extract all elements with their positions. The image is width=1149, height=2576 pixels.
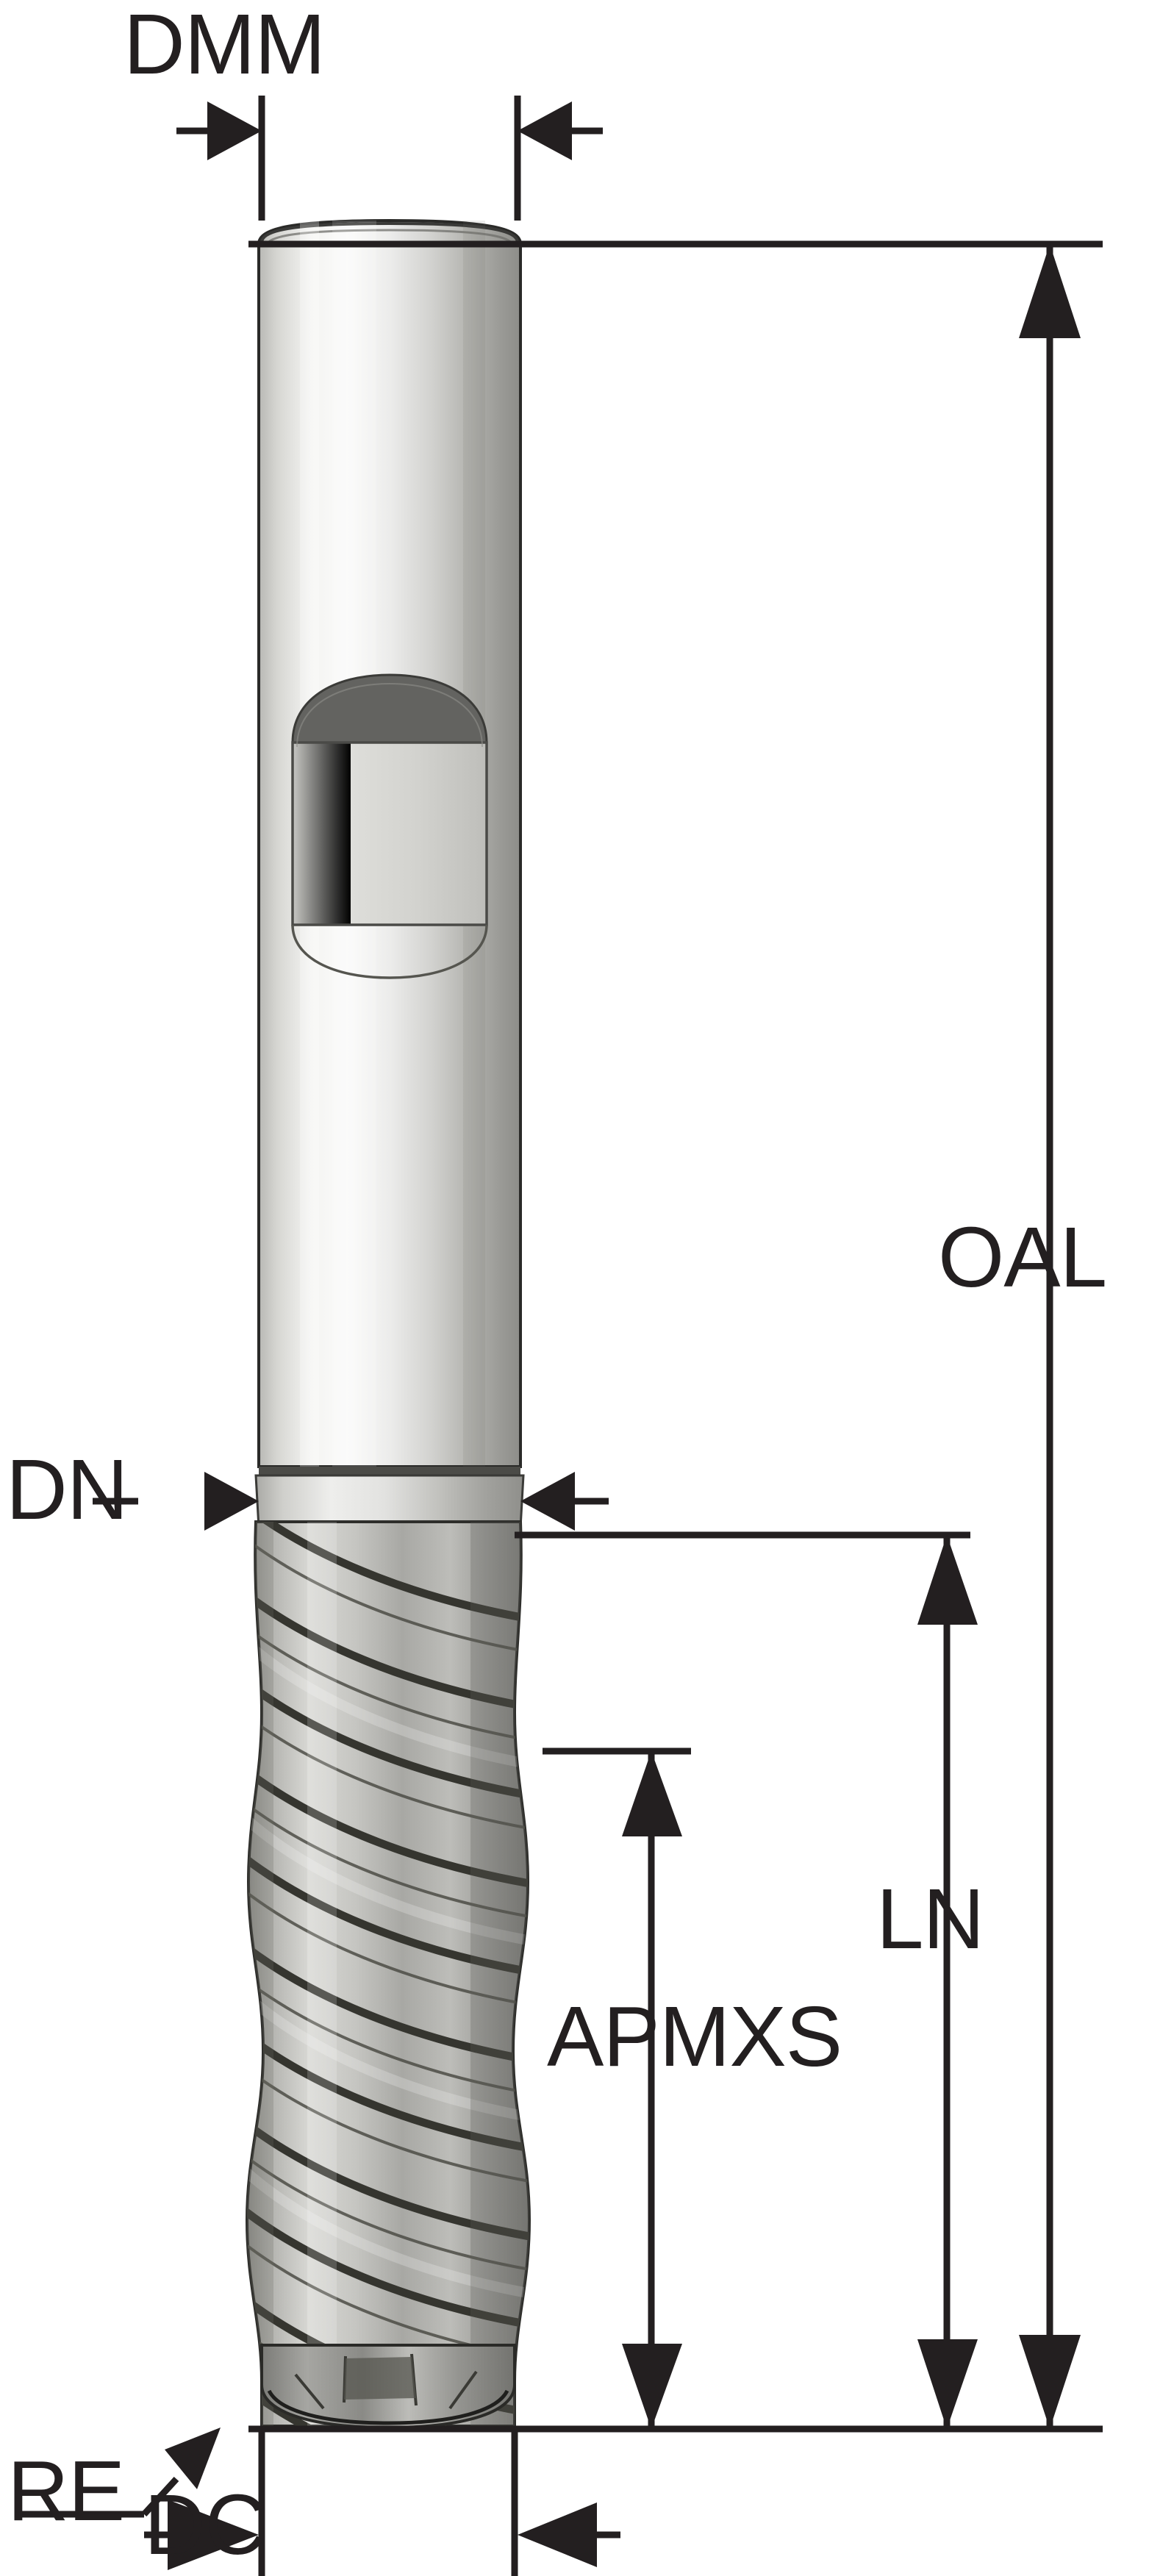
weldon-flat [291,673,488,979]
dimension-label-oal: OAL [938,1209,1107,1305]
dimension-label-re: RE [7,2443,125,2539]
dc-arrow-right [518,2502,597,2567]
dn-arrow-right [520,1472,575,1531]
dmm-arrow-right [518,101,572,160]
dn-arrow-left [204,1472,259,1531]
dimension-label-ln: LN [876,1871,984,1967]
dc-arrow-left [168,2500,259,2570]
cutting-end-face [260,2344,516,2430]
tool-neck [254,1467,525,1529]
dimension-label-dn: DN [6,1442,129,1537]
dimension-label-dmm: DMM [124,0,326,92]
ln-arrow-bottom [917,2339,978,2429]
re-arrow [165,2427,221,2489]
re-leader-diagonal [141,2476,179,2517]
ln-arrow-top [917,1535,978,1625]
oal-arrow-top [1019,244,1081,338]
apmxs-arrow-top [622,1751,682,1836]
dimension-lines [21,96,1103,2576]
apmxs-arrow-bottom [622,2344,682,2429]
dimension-label-apmxs: APMXS [547,1989,842,2084]
oal-arrow-bottom [1019,2335,1081,2429]
dmm-arrow-left [207,101,262,160]
dimension-label-dc: DC [144,2477,267,2572]
